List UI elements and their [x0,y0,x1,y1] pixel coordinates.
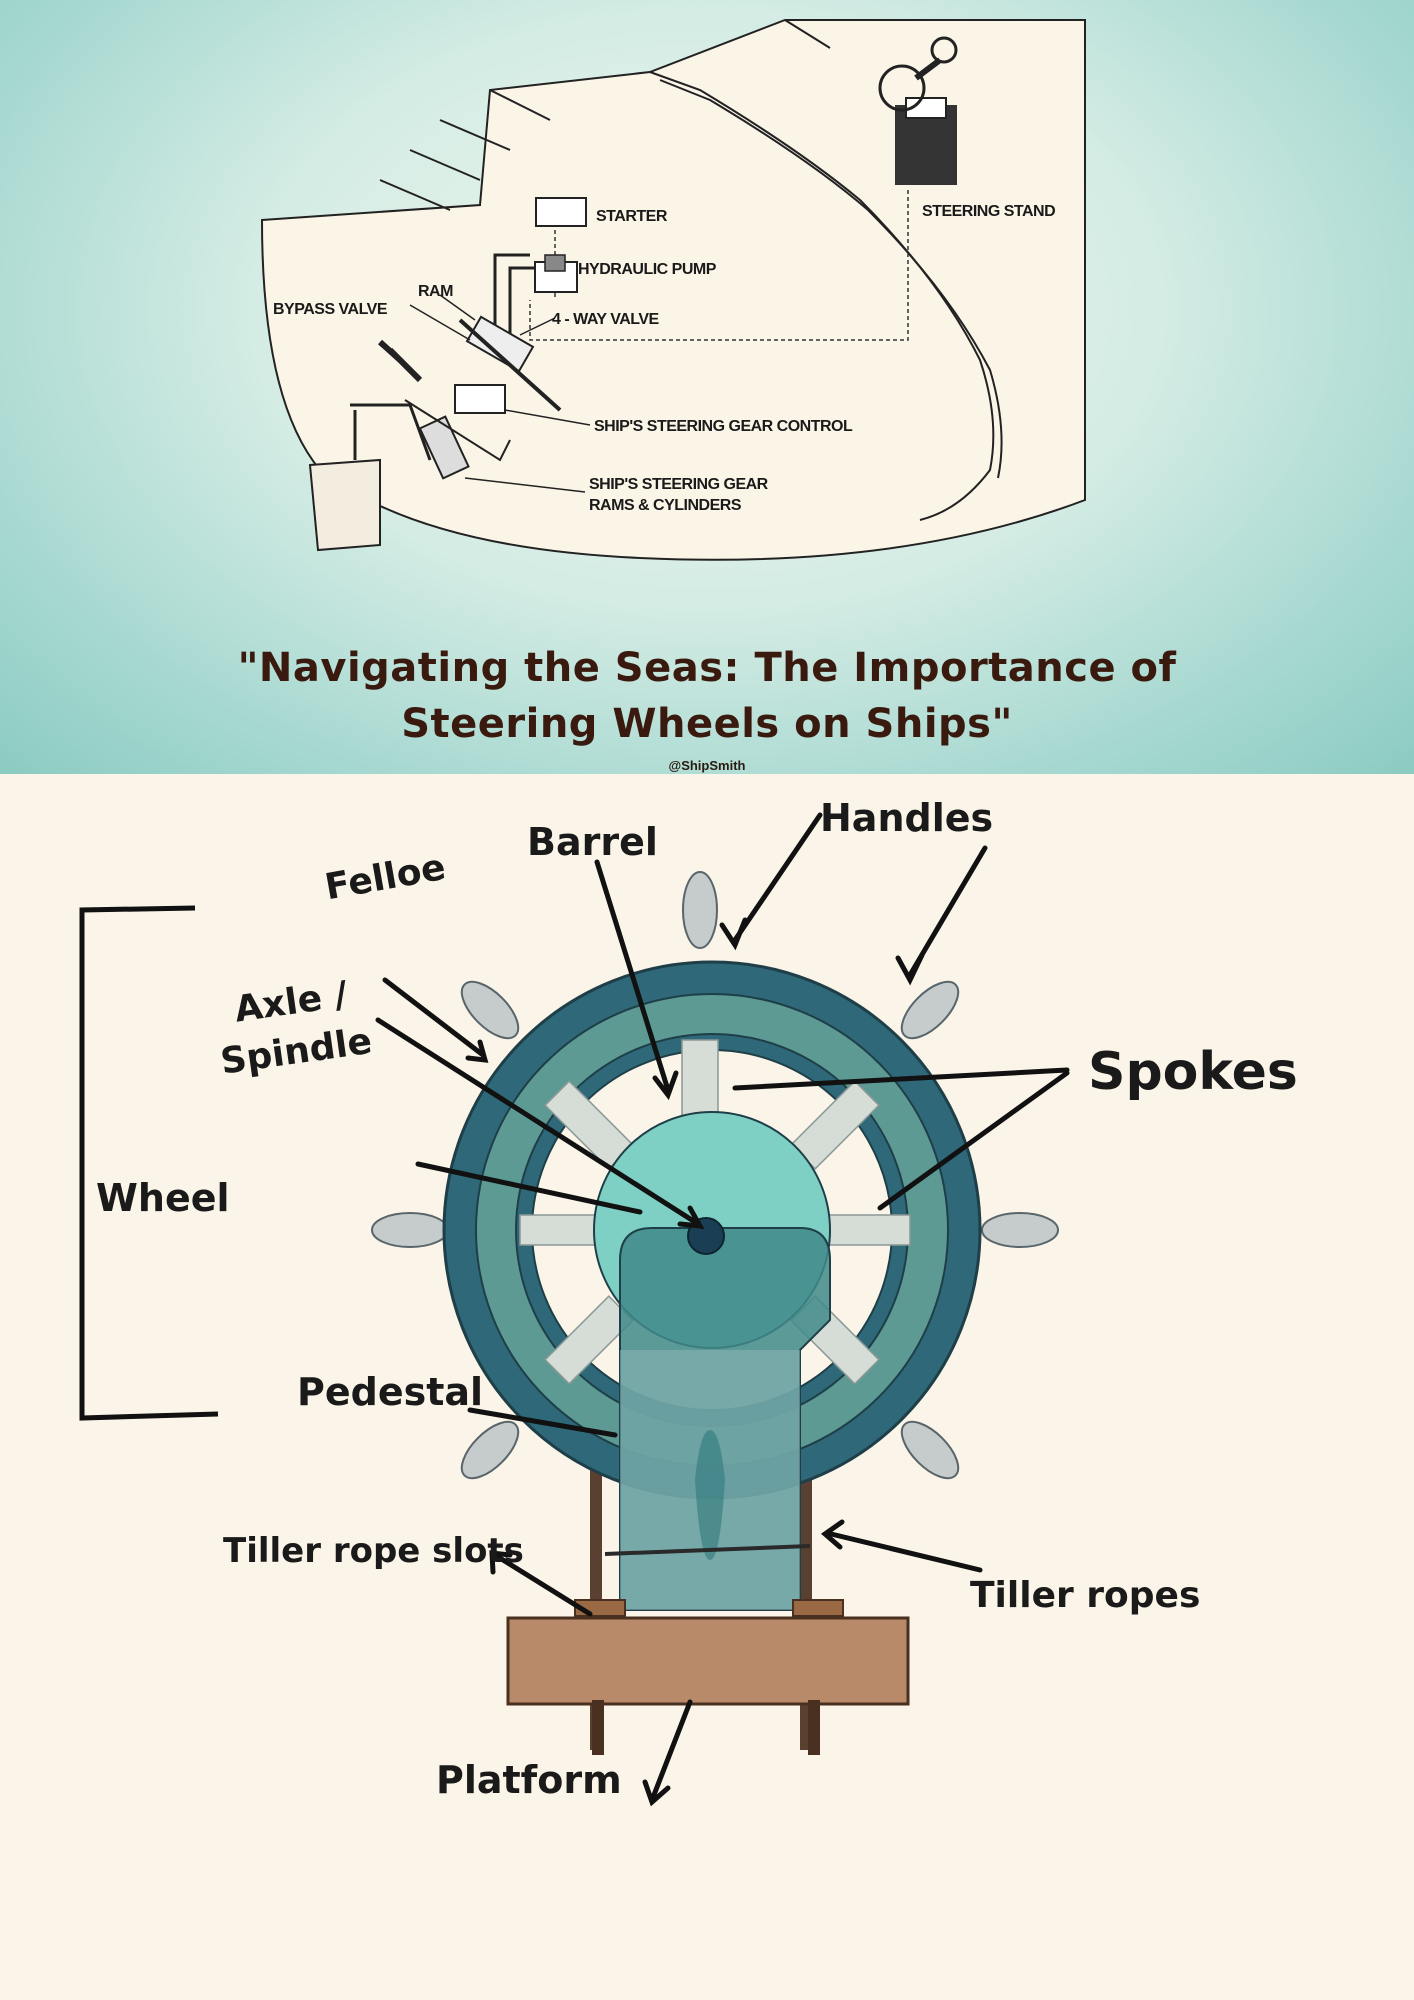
page-title: "Navigating the Seas: The Importance of … [60,640,1354,752]
label-steering-gear-control: SHIP'S STEERING GEAR CONTROL [594,418,853,435]
label-bypass-valve: BYPASS VALVE [273,301,388,318]
arrow-pedestal [467,1407,618,1438]
label-starter: STARTER [596,208,667,225]
wheel-diagram [79,812,1070,1807]
label-handles: Handles [820,796,994,840]
label-spokes: Spokes [1088,1042,1298,1102]
arrow-handles-1 [732,812,823,943]
arrow-axle-ext [415,1161,643,1215]
label-barrel: Barrel [527,820,658,864]
leader-lines [409,294,591,493]
title-line-1: "Navigating the Seas: The Importance of [237,645,1177,691]
handle-top [682,871,718,949]
ship-hull [260,19,1086,561]
arrow-tiller-slots [492,1552,593,1617]
label-rams-cylinders-1: SHIP'S STEERING GEAR [589,476,768,493]
arrow-tiller-ropes [824,1530,983,1573]
credit-handle: @ShipSmith [668,758,746,773]
label-platform: Platform [436,1758,622,1802]
arrow-felloe [382,977,486,1058]
arrow-spokes-2 [877,1070,1070,1211]
label-ram: RAM [418,283,453,300]
hydraulic-steering-diagram [260,19,1086,561]
rope-slot-right [792,1599,844,1617]
handle-top-left [460,980,520,1040]
steering-stand-drawing [878,36,958,185]
label-hydraulic-pump: HYDRAULIC PUMP [578,261,716,278]
label-tiller-ropes: Tiller ropes [970,1575,1201,1616]
arrow-axle [375,1017,698,1225]
label-4-way-valve: 4 - WAY VALVE [552,311,659,328]
handle-left [371,1212,449,1248]
label-rams-cylinders-2: RAMS & CYLINDERS [589,497,742,514]
label-pedestal: Pedestal [297,1370,484,1414]
pedestal-drop [695,1430,725,1560]
handle-top-right [900,980,960,1040]
title-line-2: Steering Wheels on Ships" [401,701,1013,747]
arrow-spokes-1 [732,1067,1070,1091]
tiller-rope [604,1544,811,1556]
handle-bottom-left [460,1420,520,1480]
label-wheel: Wheel [96,1176,230,1220]
starter-box [535,197,587,227]
annotation-arrows [375,812,1070,1807]
wheel-bracket [79,905,219,1421]
label-steering-stand: STEERING STAND [922,203,1056,220]
rudder [308,458,381,552]
arrow-barrel [594,859,671,1093]
ram-assembly [350,315,562,480]
deck-steps [379,19,1003,521]
wheel-handles [371,871,1059,1480]
handle-bottom-right [900,1420,960,1480]
handle-right [981,1212,1059,1248]
hydraulic-pump-drawing [493,253,578,350]
arrow-platform [649,1699,693,1803]
platform [506,1616,910,1706]
label-tiller-rope-slots: Tiller rope slots [223,1531,524,1571]
